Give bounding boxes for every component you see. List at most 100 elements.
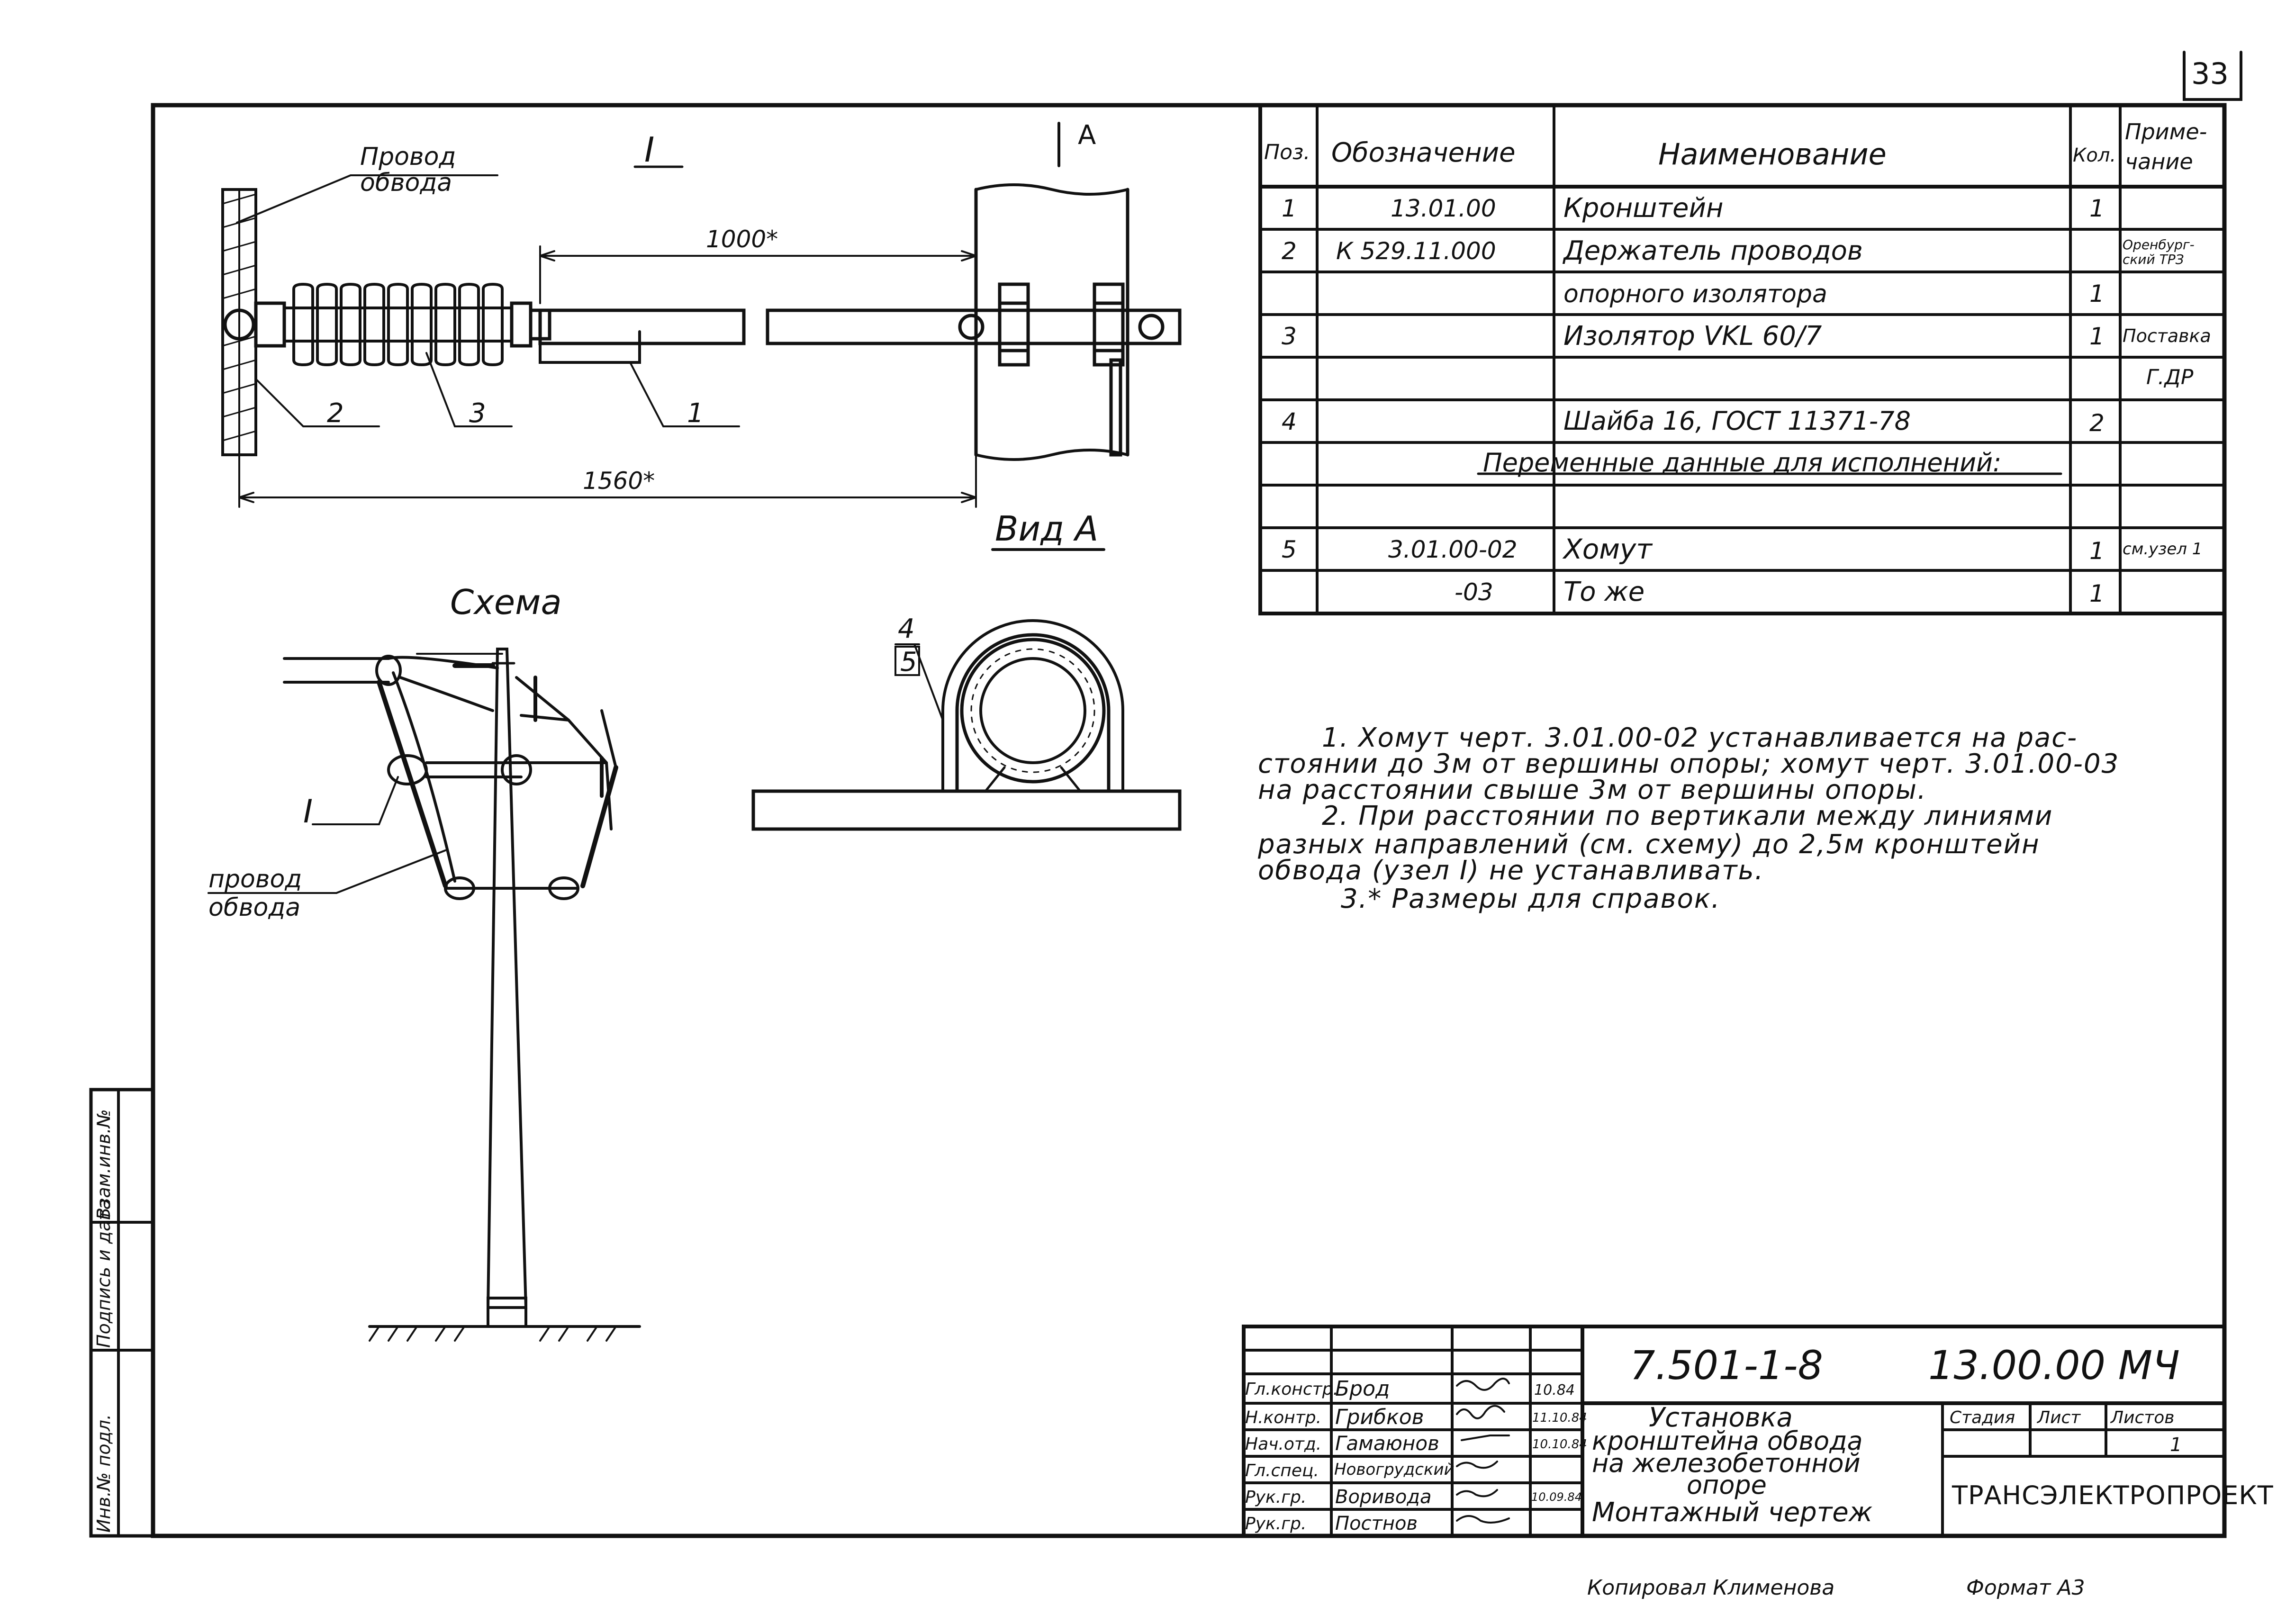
stamp-role: Рук.гр. [1245,1514,1307,1534]
drawing-type: Монтажный чертеж [1592,1497,1873,1528]
stamp-date: 10.84 [1534,1382,1575,1398]
stamp-date: 10.09.84 [1531,1490,1582,1504]
stamp-name: Гамаюнов [1335,1432,1439,1455]
view-a-arrow-label: А [1078,120,1096,151]
stamp-role: Нач.отд. [1245,1435,1322,1454]
spec-row-pos: 5 [1282,536,1297,563]
strip-label-sign: Подпись и дата [93,1199,114,1348]
spec-header-note-2: чание [2125,149,2193,174]
spec-row-name: Держатель проводов [1563,235,1863,266]
spec-table-lines [1258,103,2226,615]
document-code: 13.00.00 МЧ [1928,1342,2180,1389]
spec-row-qty: 2 [2089,409,2105,437]
sheets-header: Листов [2111,1408,2175,1427]
spec-row-qty: 1 [2089,580,2105,607]
signatures [1456,1378,1510,1524]
spec-row-note: см.узел 1 [2123,540,2203,559]
spec-row-pos: 3 [1282,323,1297,350]
stamp-name: Грибков [1335,1405,1424,1429]
spec-row-designation: 3.01.00-02 [1388,536,1518,563]
organization-name: ТРАНСЭЛЕКТРОПРОЕКТ [1952,1480,2274,1510]
callout-1: 1 [687,398,704,429]
note-line: 2. При расстоянии по вертикали между лин… [1322,801,2053,831]
spec-row-designation: 13.01.00 [1391,195,1496,222]
spec-row-qty: 1 [2089,195,2105,222]
stamp-role: Рук.гр. [1245,1488,1307,1507]
spec-header-name: Наименование [1658,137,1887,171]
scheme-pole [208,648,641,1342]
spec-row-note: Оренбург-ский ТРЗ [2123,237,2195,267]
drawing-frame [151,103,2227,1538]
spec-row-name: Шайба 16, ГОСТ 11371-78 [1563,406,1911,436]
scheme-title: Схема [450,582,562,622]
stamp-date: 11.10.84 [1532,1411,1587,1425]
spec-row-name: Переменные данные для исполнений: [1483,448,2002,478]
stamp-role: Гл.спец. [1245,1461,1319,1480]
stamp-name: Воривода [1335,1486,1432,1508]
note-line: стоянии до 3м от вершины опоры; хомут че… [1258,749,2120,779]
page-number: 33 [2191,56,2229,91]
view-i-wire-label-1: Провод [360,143,456,171]
title-line-1: Установка [1649,1402,1793,1433]
callout-3: 3 [469,398,486,429]
stamp-name: Постнов [1335,1513,1418,1534]
note-line: обвода (узел I) не устанавливать. [1258,855,1764,886]
sheets-value: 1 [2170,1434,2182,1456]
view-a-clamp [751,619,1182,831]
spec-row-name: Изолятор VKL 60/7 [1563,321,1822,352]
copied-by: Копировал Клименова [1587,1576,1835,1600]
spec-row-name: Хомут [1563,533,1653,565]
spec-row-name: опорного изолятора [1563,280,1827,308]
scheme-wire-label-2: обвода [208,893,301,922]
spec-row-pos: 1 [1282,195,1297,222]
view-a-callout-4: 4 [898,614,915,644]
spec-row-qty: 1 [2089,280,2105,307]
spec-row-designation: -03 [1455,578,1493,606]
title-line-3: на железобетонной [1592,1448,1861,1478]
stamp-date: 10.10.84 [1532,1437,1587,1452]
spec-row-qty: 1 [2089,323,2105,350]
note-line: 3.* Размеры для справок. [1341,884,1721,914]
spec-header-pos: Поз. [1264,140,1310,164]
spec-row-pos: 2 [1282,237,1297,265]
spec-header-note-1: Приме- [2125,119,2207,144]
view-i-wire-label-2: обвода [360,169,452,197]
spec-row-designation: К 529.11.000 [1336,237,1496,265]
spec-row-note: Поставка [2123,325,2211,346]
callout-2: 2 [327,398,344,429]
spec-row-name: Кронштейн [1563,193,1724,224]
stamp-role: Гл.констр. [1245,1380,1338,1399]
spec-row-note: Г.ДР [2146,365,2194,389]
sheet-format: Формат А3 [1966,1576,2085,1600]
note-line: на расстоянии свыше 3м от вершины опоры. [1258,775,1927,805]
view-a-callout-5: 5 [900,647,917,677]
spec-header-qty: Кол. [2073,144,2116,166]
strip-label-replace: Взам.инв.№ [93,1109,114,1220]
strip-label-inv: Инв.№ подл. [93,1414,114,1533]
note-line: 1. Хомут черт. 3.01.00-02 устанавливаетс… [1322,722,2078,753]
view-a-title: Вид А [995,509,1099,549]
title-line-4: опоре [1687,1470,1767,1500]
left-strip-frame [89,1088,155,1538]
stamp-role: Н.контр. [1245,1408,1322,1427]
scheme-node-label: I [303,793,313,830]
spec-row-qty: 1 [2089,537,2105,565]
view-i-title: I [644,130,655,170]
spec-row-pos: 4 [1282,408,1297,435]
scheme-wire-label-1: провод [208,865,302,893]
note-line: разных направлений (см. схему) до 2,5м к… [1258,829,2040,860]
stamp-name: Новогрудский [1334,1460,1455,1479]
title-block-lines [1242,1325,2226,1538]
view-i-assembly [221,122,1182,551]
sheet-header: Лист [2037,1408,2081,1427]
dimension-1000: 1000* [706,226,778,253]
dimension-1560: 1560* [583,467,655,495]
page-number-box [2183,51,2242,101]
stage-header: Стадия [1950,1408,2015,1427]
drawing-code: 7.501-1-8 [1630,1342,1823,1389]
title-line-2: кронштейна обвода [1592,1426,1863,1456]
spec-header-designation: Обозначение [1331,137,1516,168]
spec-row-name: То же [1563,577,1645,607]
stamp-name: Брод [1335,1377,1390,1401]
